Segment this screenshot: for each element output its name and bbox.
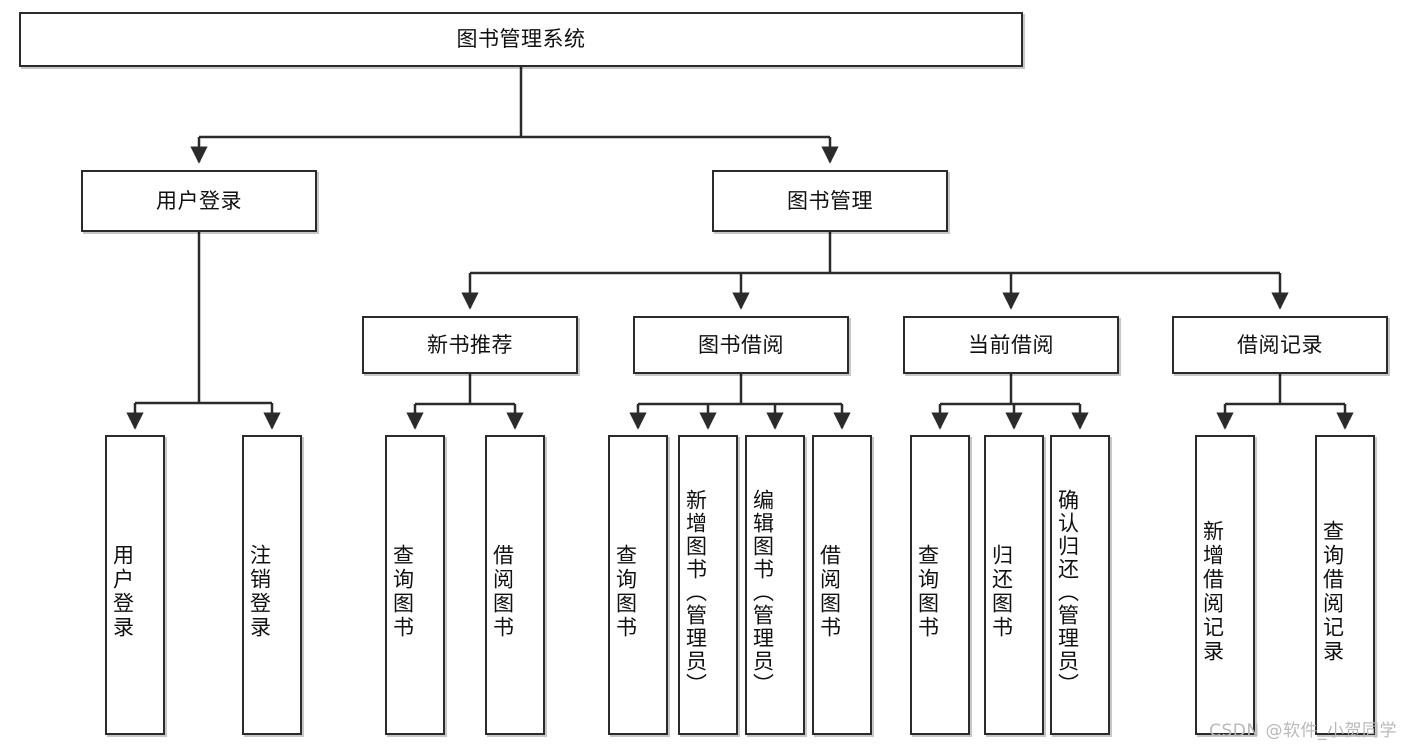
node-book-manage[interactable]: 图书管理: [712, 170, 948, 232]
node-leaf-query-book-2[interactable]: 查询图书: [608, 435, 668, 735]
node-leaf-borrow-book-1-label: 借阅图书: [490, 544, 515, 640]
csdn-watermark: CSDN @软件_小贺同学: [1209, 721, 1397, 741]
node-book-borrow[interactable]: 图书借阅: [633, 316, 849, 374]
node-leaf-query-record[interactable]: 查询借阅记录: [1315, 435, 1375, 735]
node-leaf-query-book-3[interactable]: 查询图书: [910, 435, 970, 735]
node-leaf-add-record[interactable]: 新增借阅记录: [1195, 435, 1255, 735]
node-user-login[interactable]: 用户登录: [81, 170, 317, 232]
node-leaf-borrow-book-1[interactable]: 借阅图书: [485, 435, 545, 735]
node-new-book-rec[interactable]: 新书推荐: [362, 316, 578, 374]
node-root-label: 图书管理系统: [456, 27, 586, 52]
node-leaf-user-login[interactable]: 用户登录: [105, 435, 165, 735]
node-leaf-confirm-return-label: 确认归还（管理员）: [1055, 488, 1080, 696]
node-leaf-query-book-1[interactable]: 查询图书: [385, 435, 445, 735]
node-book-borrow-label: 图书借阅: [698, 332, 784, 357]
node-leaf-edit-book[interactable]: 编辑图书（管理员）: [745, 435, 805, 735]
node-current-borrow[interactable]: 当前借阅: [903, 316, 1119, 374]
node-leaf-add-book[interactable]: 新增图书（管理员）: [678, 435, 738, 735]
node-leaf-edit-book-label: 编辑图书（管理员）: [750, 488, 775, 696]
node-leaf-confirm-return[interactable]: 确认归还（管理员）: [1050, 435, 1110, 735]
node-book-manage-label: 图书管理: [787, 188, 873, 213]
node-root[interactable]: 图书管理系统: [19, 12, 1023, 67]
node-leaf-add-book-label: 新增图书（管理员）: [683, 488, 708, 696]
node-borrow-record[interactable]: 借阅记录: [1172, 316, 1388, 374]
node-leaf-query-book-1-label: 查询图书: [390, 544, 415, 640]
node-leaf-query-book-3-label: 查询图书: [915, 544, 940, 640]
node-leaf-return-book[interactable]: 归还图书: [984, 435, 1044, 735]
node-leaf-borrow-book-2[interactable]: 借阅图书: [812, 435, 872, 735]
node-leaf-logout[interactable]: 注销登录: [242, 435, 302, 735]
node-leaf-query-record-label: 查询借阅记录: [1320, 520, 1345, 664]
node-leaf-add-record-label: 新增借阅记录: [1200, 520, 1225, 664]
node-borrow-record-label: 借阅记录: [1237, 332, 1323, 357]
node-new-book-rec-label: 新书推荐: [427, 332, 513, 357]
node-current-borrow-label: 当前借阅: [968, 332, 1054, 357]
node-leaf-logout-label: 注销登录: [247, 544, 272, 640]
node-leaf-user-login-label: 用户登录: [110, 544, 135, 640]
node-leaf-query-book-2-label: 查询图书: [613, 544, 638, 640]
node-user-login-label: 用户登录: [156, 188, 242, 213]
node-leaf-borrow-book-2-label: 借阅图书: [817, 544, 842, 640]
node-leaf-return-book-label: 归还图书: [989, 544, 1014, 640]
